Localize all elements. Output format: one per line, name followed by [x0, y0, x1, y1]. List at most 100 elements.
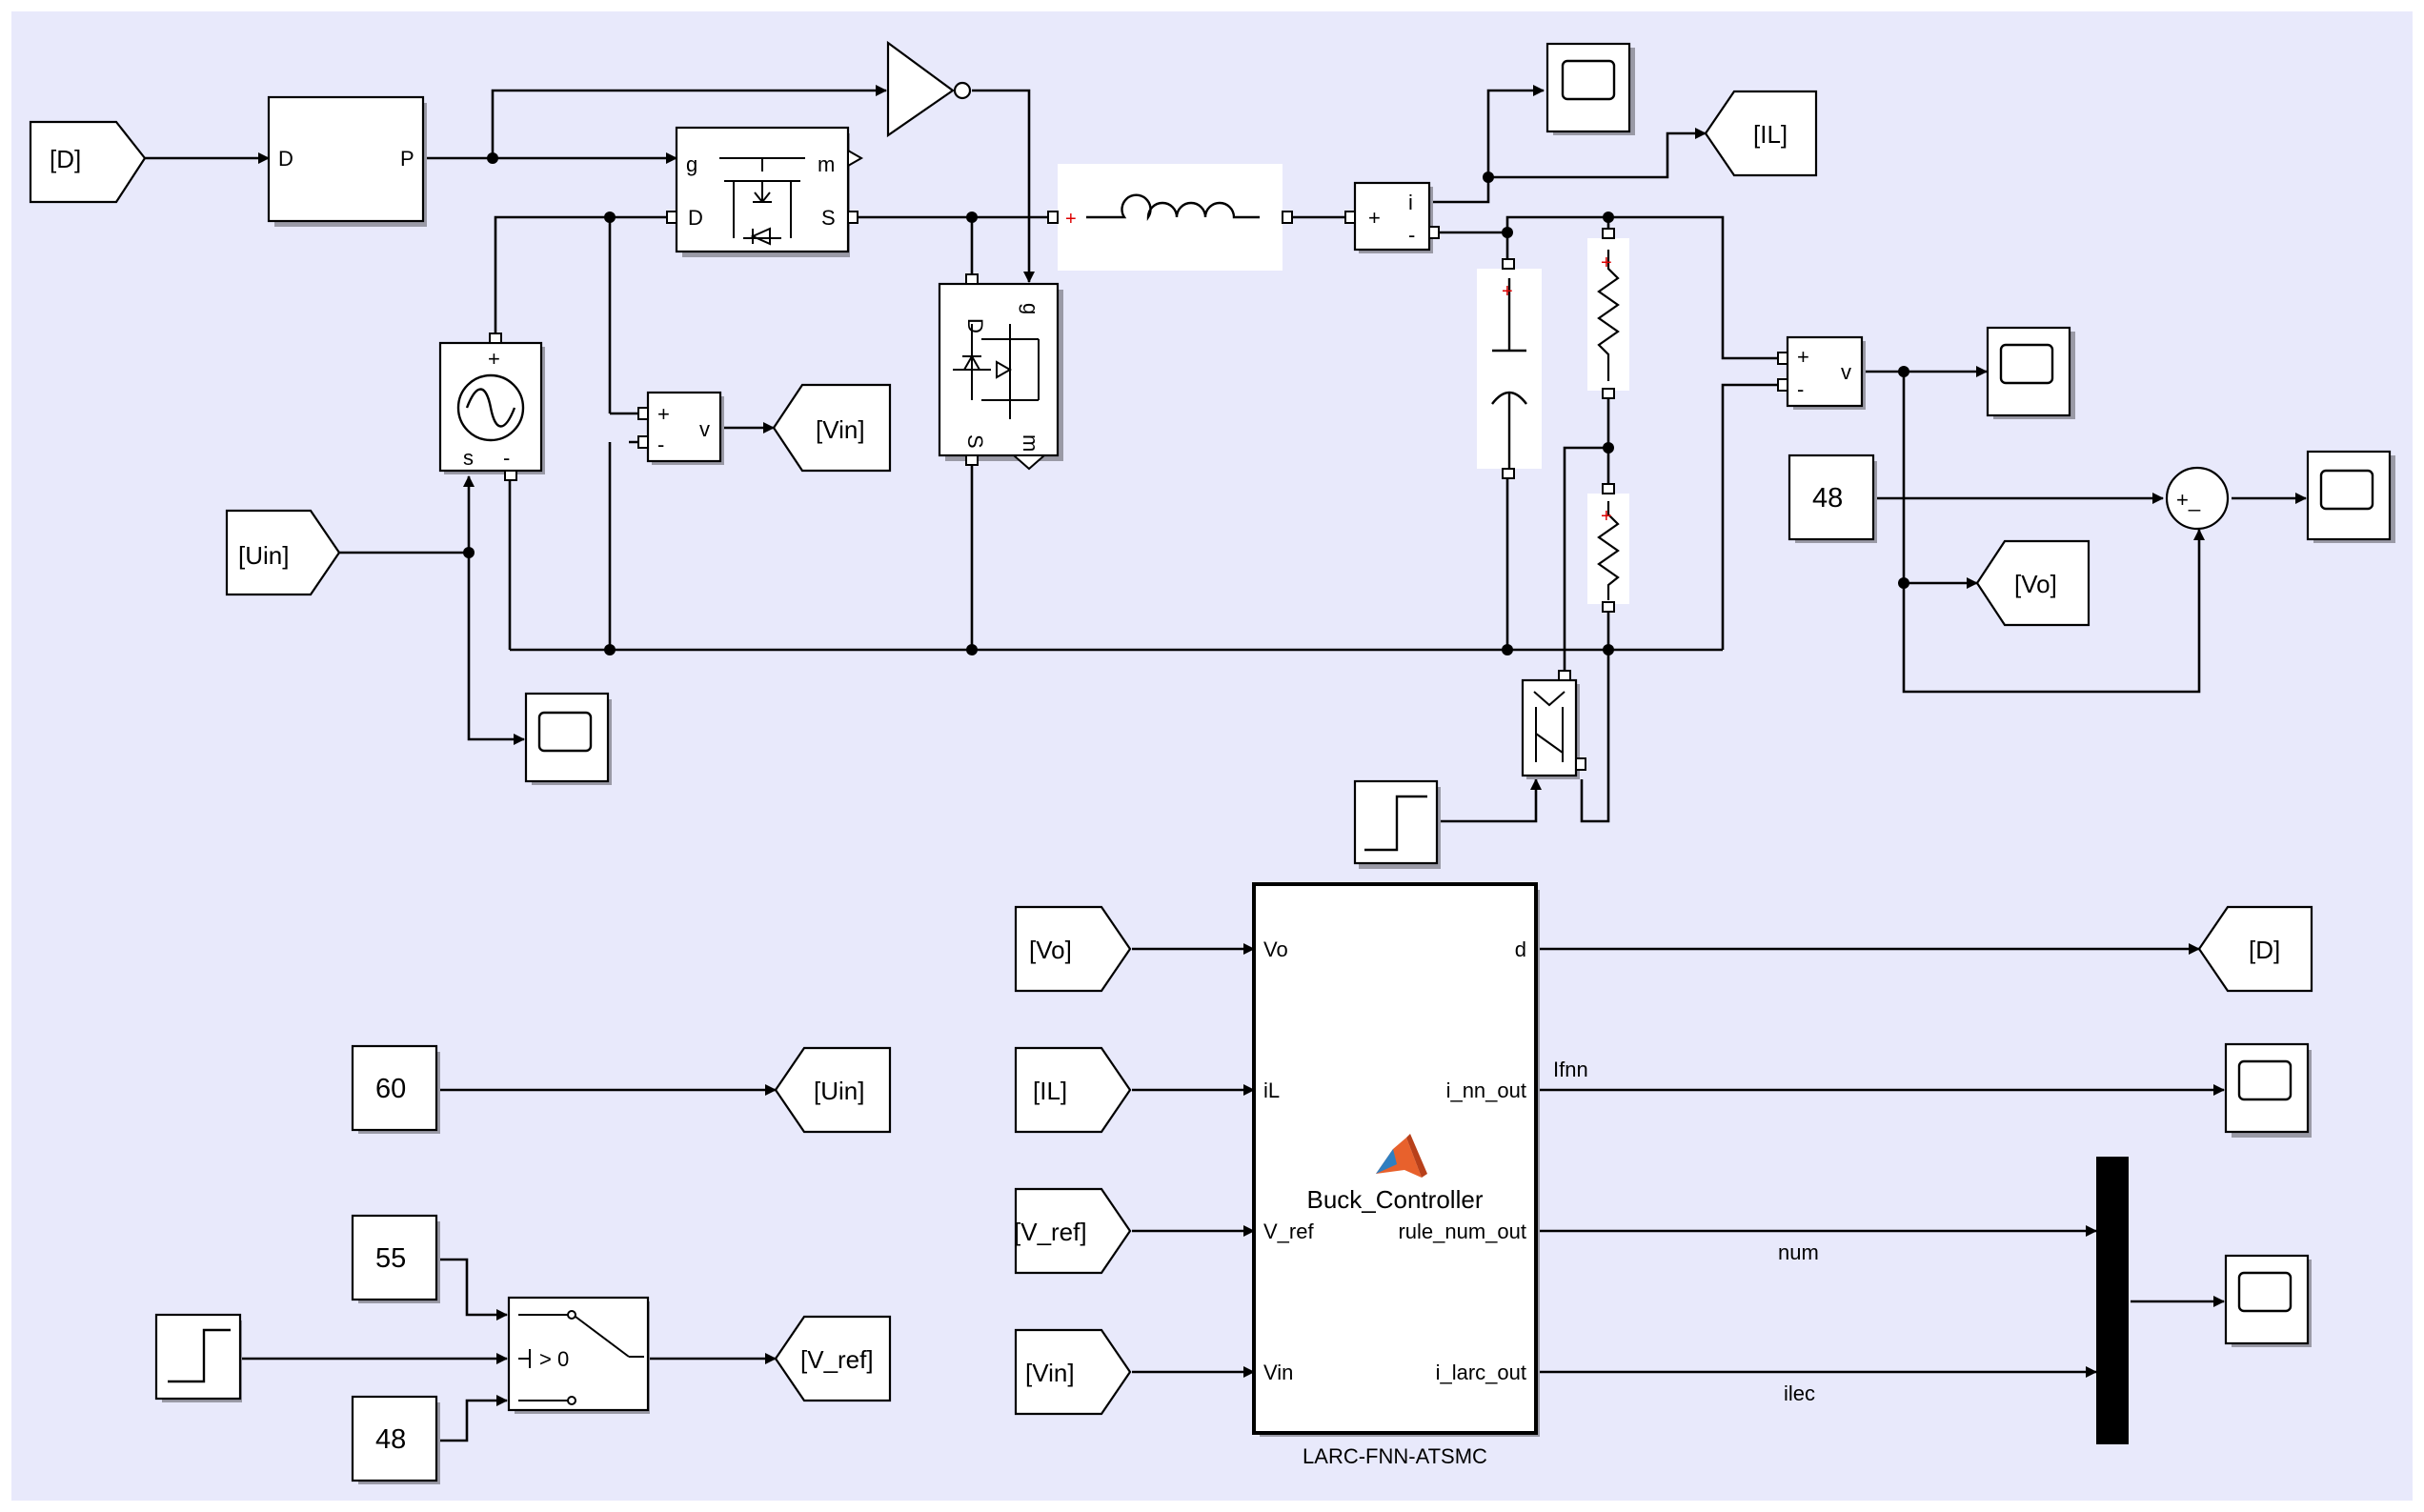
controller-output-ilarc: i_larc_out [1436, 1361, 1526, 1384]
svg-text:[Vin]: [Vin] [1025, 1359, 1075, 1387]
svg-text:P: P [400, 147, 414, 171]
svg-text:[Vo]: [Vo] [1029, 936, 1072, 964]
constant-block-48-bottom[interactable]: 48 [351, 1395, 440, 1484]
svg-text:+_: +_ [2176, 488, 2201, 512]
svg-text:S: S [963, 434, 987, 449]
svg-text:+: + [1368, 206, 1381, 230]
from-tag-vo[interactable]: [Vo] [1014, 905, 1132, 993]
goto-tag-vo[interactable]: [Vo] [1975, 539, 2091, 627]
svg-text:+: + [657, 402, 670, 426]
svg-text:> 0: > 0 [539, 1347, 569, 1371]
scope-block-uin[interactable] [524, 692, 612, 785]
from-tag-d[interactable]: [D] [29, 120, 147, 204]
controller-output-inn: i_nn_out [1446, 1079, 1526, 1102]
mux-block[interactable] [2096, 1157, 2129, 1444]
svg-text:D: D [963, 318, 987, 333]
svg-text:60: 60 [375, 1074, 406, 1104]
not-gate-block[interactable] [886, 40, 972, 138]
controller-input-vin: Vin [1263, 1361, 1293, 1384]
from-tag-il[interactable]: [IL] [1014, 1046, 1132, 1134]
goto-tag-vref[interactable]: [V_ref] [774, 1315, 892, 1402]
svg-text:+: + [1797, 345, 1809, 369]
svg-text:[D]: [D] [50, 145, 81, 173]
from-tag-vin[interactable]: [Vin] [1014, 1328, 1132, 1416]
controller-input-vo: Vo [1263, 937, 1288, 961]
step-block-breaker[interactable] [1353, 779, 1441, 869]
svg-text:[IL]: [IL] [1753, 120, 1788, 149]
svg-text:+: + [1601, 252, 1612, 273]
constant-block-60[interactable]: 60 [351, 1044, 440, 1134]
svg-text:55: 55 [375, 1243, 406, 1274]
voltage-sensor-vo-block[interactable]: + - v [1777, 335, 1866, 410]
svg-text:s: s [463, 446, 474, 470]
sum-block[interactable]: +_ [2165, 466, 2230, 531]
svg-text:48: 48 [375, 1424, 406, 1455]
scope-block-error[interactable] [2306, 450, 2395, 543]
svg-text:v: v [699, 417, 710, 441]
svg-text:-: - [503, 446, 510, 470]
svg-text:D: D [688, 206, 703, 230]
svg-text:[V_ref]: [V_ref] [800, 1345, 874, 1374]
controller-input-il: iL [1263, 1079, 1280, 1102]
step-block-vref[interactable] [154, 1313, 242, 1402]
ac-voltage-source-block[interactable]: + s - [438, 333, 545, 481]
resistor-block-bottom[interactable]: + [1587, 483, 1629, 613]
svg-text:g: g [686, 152, 697, 176]
goto-tag-vin[interactable]: [Vin] [772, 383, 892, 473]
from-tag-vref[interactable]: [V_ref] [1014, 1187, 1132, 1275]
svg-text:+: + [1502, 281, 1513, 302]
svg-text:[IL]: [IL] [1033, 1077, 1067, 1105]
junction-dots [463, 152, 1909, 655]
svg-text:v: v [1841, 360, 1851, 384]
matlab-function-icon [1376, 1134, 1427, 1178]
svg-text:+: + [1065, 209, 1077, 230]
svg-text:g: g [1019, 303, 1042, 314]
svg-text:[D]: [D] [2249, 936, 2280, 964]
goto-tag-uin[interactable]: [Uin] [774, 1046, 892, 1134]
controller-subtitle: LARC-FNN-ATSMC [1303, 1444, 1487, 1468]
constant-block-48-top[interactable]: 48 [1788, 454, 1877, 543]
controller-input-vref: V_ref [1263, 1220, 1314, 1243]
current-sensor-block[interactable]: + i - [1344, 181, 1440, 253]
svg-text:[Uin]: [Uin] [238, 541, 289, 570]
svg-text:+: + [1601, 506, 1612, 527]
svg-text:[Vin]: [Vin] [816, 415, 865, 444]
scope-block-vo[interactable] [1986, 326, 2075, 419]
svg-text:-: - [657, 433, 664, 456]
signal-label-num: num [1778, 1240, 1819, 1264]
constant-block-55[interactable]: 55 [351, 1214, 440, 1303]
signal-lines [145, 85, 2307, 1442]
svg-text:m: m [818, 152, 835, 176]
mosfet-block-low[interactable]: D g S m [938, 273, 1063, 471]
scope-block-mux[interactable] [2224, 1254, 2312, 1347]
svg-text:+: + [488, 347, 500, 371]
controller-output-d: d [1515, 937, 1526, 961]
pwm-generator-block[interactable]: D P [267, 95, 427, 227]
svg-text:[Uin]: [Uin] [814, 1077, 864, 1105]
inductor-block[interactable]: + [1047, 164, 1293, 271]
svg-text:-: - [1408, 223, 1415, 247]
scope-block-il[interactable] [1545, 42, 1635, 135]
voltage-sensor-vin-block[interactable]: + - v [637, 391, 724, 465]
goto-tag-il[interactable]: [IL] [1704, 90, 1818, 177]
switch-block[interactable]: > 0 [507, 1296, 650, 1414]
mosfet-block-high[interactable]: g m D S [666, 126, 864, 257]
circuit-breaker-block[interactable] [1521, 670, 1586, 779]
capacitor-block[interactable]: + [1477, 258, 1542, 479]
svg-text:-: - [1797, 377, 1804, 401]
signal-label-ilec: ilec [1784, 1381, 1815, 1405]
svg-text:48: 48 [1812, 483, 1843, 514]
scope-block-ifnn[interactable] [2224, 1042, 2312, 1138]
resistor-block-top[interactable]: + [1587, 228, 1629, 399]
from-tag-uin[interactable]: [Uin] [225, 509, 341, 596]
goto-tag-d[interactable]: [D] [2197, 905, 2313, 993]
svg-text:D: D [278, 147, 293, 171]
svg-text:S: S [821, 206, 836, 230]
svg-text:[Vo]: [Vo] [2014, 570, 2057, 598]
buck-controller-block[interactable]: Vo iL V_ref Vin d i_nn_out rule_num_out … [1252, 882, 1540, 1437]
svg-text:[V_ref]: [V_ref] [1014, 1218, 1087, 1246]
controller-title: Buck_Controller [1307, 1185, 1484, 1214]
svg-text:m: m [1019, 434, 1042, 452]
signal-label-ifnn: Ifnn [1553, 1058, 1588, 1081]
